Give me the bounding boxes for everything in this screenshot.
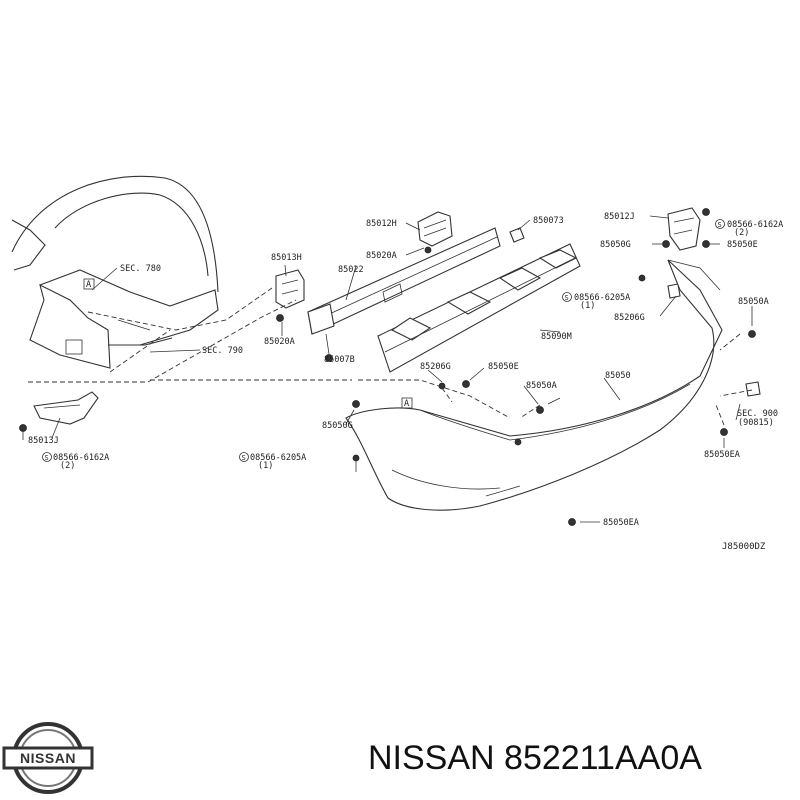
label-qty-mid: (1) — [580, 301, 595, 311]
label-sec780: SEC. 780 — [120, 264, 161, 274]
logo-wordmark: NISSAN — [20, 750, 76, 766]
label-qty-right: (2) — [734, 228, 749, 238]
marker-a-right: A — [404, 399, 409, 409]
label-qty-low: (1) — [258, 461, 273, 471]
label-85050A-mid: 85050A — [526, 381, 557, 391]
label-85050E-right: 85050E — [727, 240, 758, 250]
label-85090M: 85090M — [541, 332, 572, 342]
rear-body-panel — [11, 175, 219, 369]
label-85050: 85050 — [605, 371, 631, 381]
label-85013H: 85013H — [271, 253, 302, 263]
label-08566-6162A-left: 08566-6162A — [53, 453, 109, 463]
label-85206G-right: 85206G — [614, 313, 645, 323]
label-qty-left: (2) — [60, 461, 75, 471]
energy-absorber-85090M — [377, 243, 581, 373]
reference-markers: A A — [83, 278, 413, 409]
svg-text:S: S — [242, 454, 246, 462]
clip-850073 — [509, 227, 525, 243]
side-bracket-left — [19, 391, 99, 440]
nissan-logo: NISSAN — [2, 722, 94, 794]
side-bracket-right — [638, 207, 710, 299]
label-85022: 85022 — [338, 265, 364, 275]
label-85050G-right: 85050G — [600, 240, 631, 250]
screw-symbols: S S S S — [42, 219, 725, 462]
svg-text:S: S — [45, 454, 49, 462]
svg-text:S: S — [718, 221, 722, 229]
label-85050EA-low: 85050EA — [603, 518, 639, 528]
dashed-guide-lines — [28, 287, 753, 426]
label-85020A-left: 85020A — [264, 337, 295, 347]
bumper-fascia-85050 — [345, 259, 723, 511]
bracket-85012H — [417, 211, 453, 254]
label-850073: 850073 — [533, 216, 564, 226]
label-08566-6162A-right: 08566-6162A — [727, 220, 783, 230]
label-85012J: 85012J — [604, 212, 635, 222]
label-85050E-mid: 85050E — [488, 362, 519, 372]
label-85050G-left: 85050G — [322, 421, 353, 431]
label-85012H: 85012H — [366, 219, 397, 229]
label-85007B: 85007B — [324, 355, 355, 365]
label-sec790: SEC. 790 — [202, 346, 243, 356]
fasteners — [352, 330, 761, 526]
marker-a-left: A — [86, 280, 91, 290]
label-85050A-right: 85050A — [738, 297, 769, 307]
label-sec900-sub: (90815) — [738, 418, 774, 428]
diagram-code: J85000DZ — [722, 542, 766, 552]
bracket-85013H — [275, 269, 305, 322]
svg-text:S: S — [565, 294, 569, 302]
reinforcement-beam-85022 — [307, 227, 501, 362]
label-85050EA-right: 85050EA — [704, 450, 740, 460]
label-85020A-top: 85020A — [366, 251, 397, 261]
leader-lines — [51, 215, 753, 523]
label-08566-6205A-low: 08566-6205A — [250, 453, 306, 463]
label-sec900: SEC. 900 — [737, 409, 778, 419]
label-08566-6205A-mid: 08566-6205A — [574, 293, 630, 303]
callout-labels: SEC. 780 SEC. 790 85013J 08566-6162A (2)… — [28, 212, 783, 552]
part-number-caption: NISSAN 852211AA0A — [368, 739, 702, 777]
label-85206G-mid: 85206G — [420, 362, 451, 372]
label-85013J: 85013J — [28, 436, 59, 446]
